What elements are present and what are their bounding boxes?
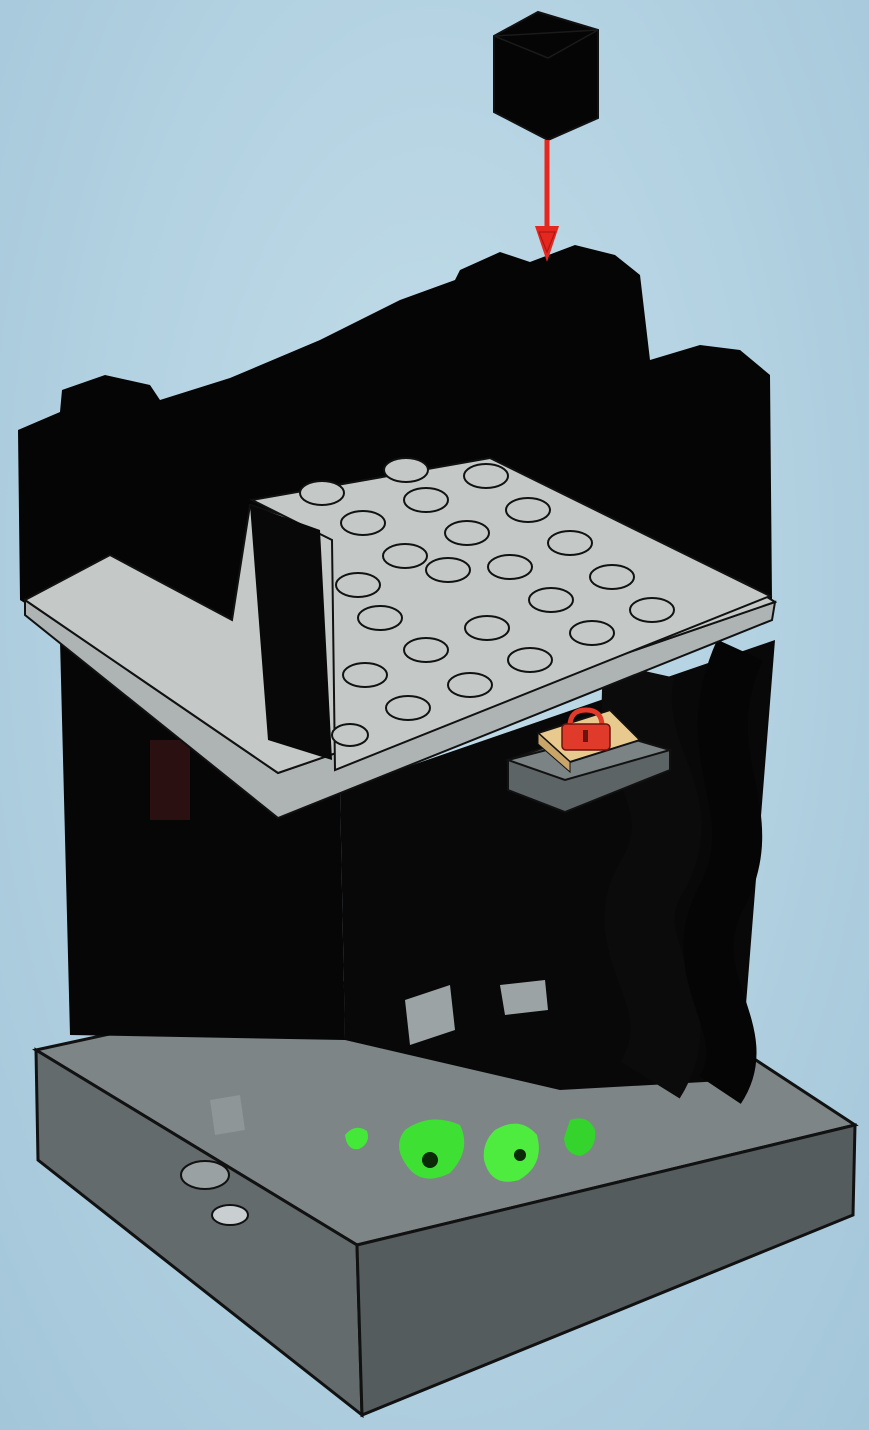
black-1x1-brick[interactable]: [494, 12, 598, 140]
down-arrow-icon: [535, 140, 559, 262]
